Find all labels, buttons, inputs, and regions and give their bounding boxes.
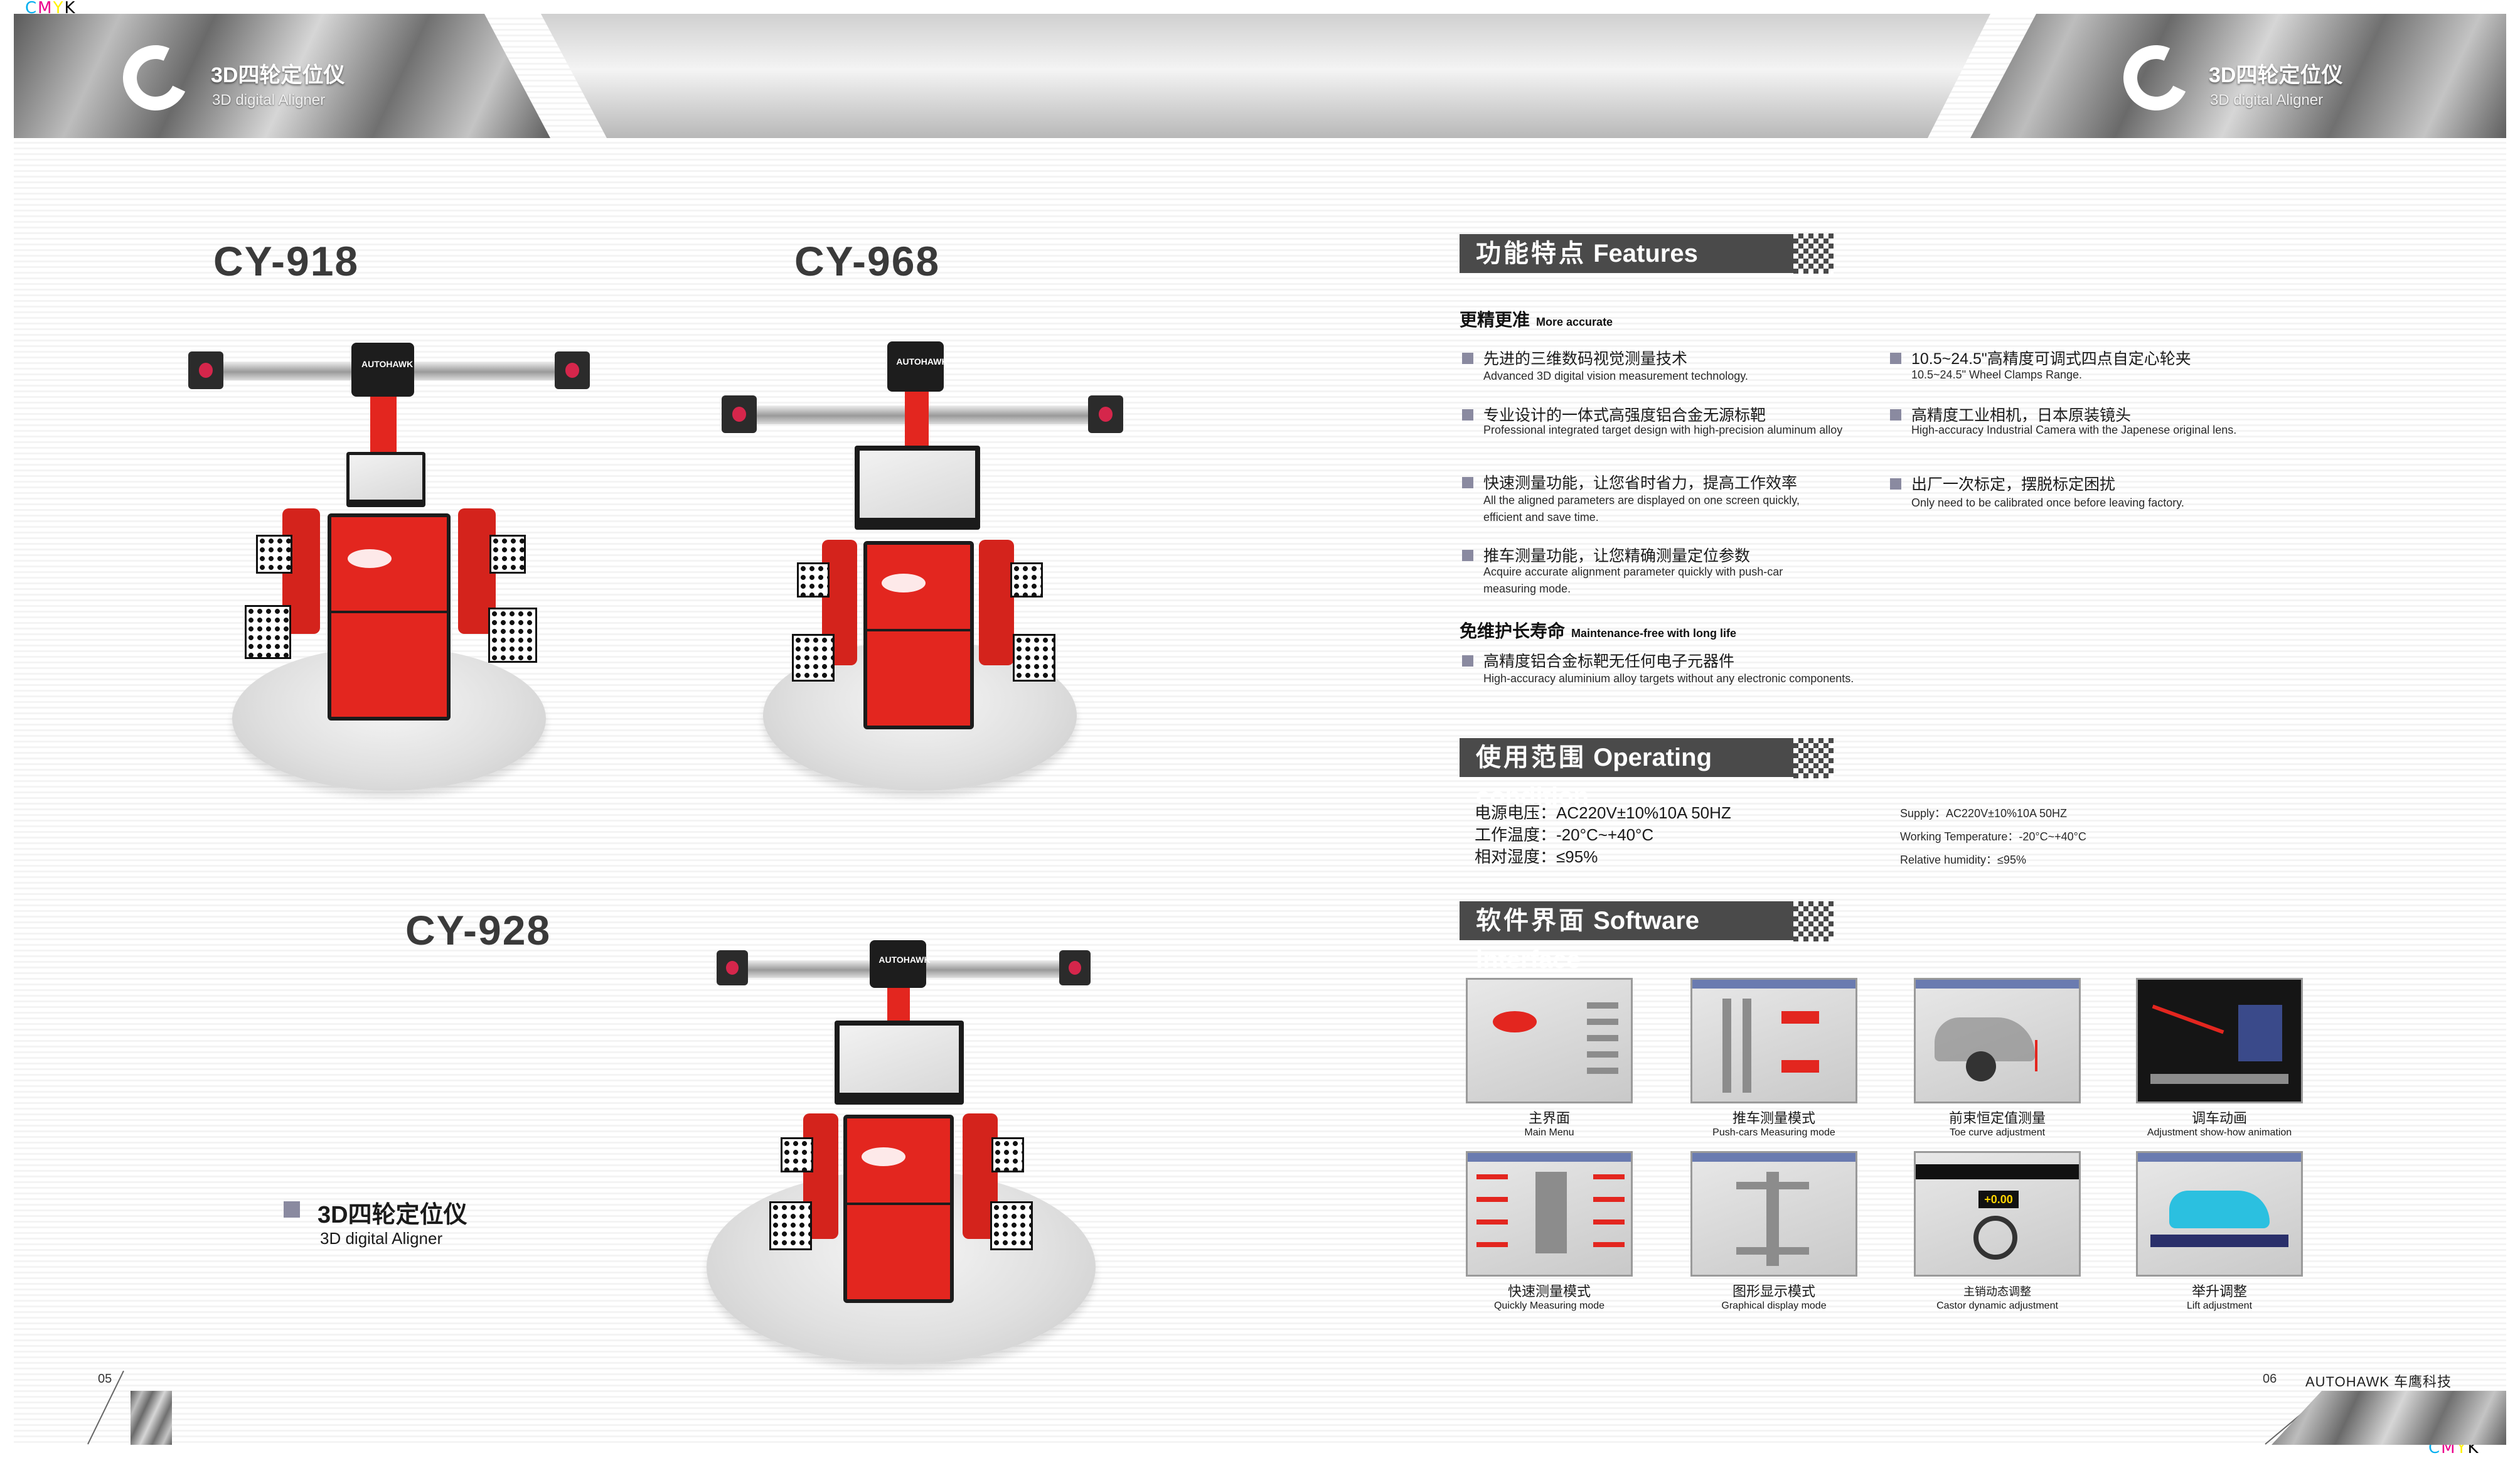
screen-label-en: Push-cars Measuring mode bbox=[1712, 1127, 1835, 1138]
screenshot-quick-measure bbox=[1466, 1151, 1633, 1277]
checker-flag-icon bbox=[1793, 233, 1834, 274]
feature-item-cn: 推车测量功能，让您精确测量定位参数 bbox=[1483, 547, 1751, 565]
features-header-en: Features bbox=[1593, 240, 1698, 267]
screenshot-toe-curve bbox=[1914, 978, 2081, 1103]
screen-label-cn: 推车测量模式 bbox=[1732, 1110, 1815, 1126]
screen-label-en: Quickly Measuring mode bbox=[1493, 1300, 1605, 1311]
feature-item-en: 10.5~24.5" Wheel Clamps Range. bbox=[1911, 368, 2083, 381]
product-image-cy918: AUTOHAWK bbox=[182, 339, 596, 803]
screen-label-cn: 图形显示模式 bbox=[1732, 1284, 1815, 1299]
feature-item-cn: 出厂一次标定，摆脱标定困扰 bbox=[1911, 476, 2116, 493]
software-section-header: 软件界面 Software interface bbox=[1460, 901, 1798, 973]
screenshot-main-menu bbox=[1466, 978, 1633, 1103]
aligner-caption-cn: 3D四轮定位仪 bbox=[318, 1202, 467, 1228]
feature-item-en: High-accuracy Industrial Camera with the… bbox=[1911, 424, 2237, 436]
feature-bullet-icon bbox=[1462, 550, 1473, 561]
castor-readout: +0.00 bbox=[1978, 1191, 2019, 1208]
features-section-header: 功能特点 Features bbox=[1460, 234, 1798, 273]
feature-bullet-icon bbox=[1462, 353, 1473, 364]
header-title-right: 3D四轮定位仪 bbox=[2209, 63, 2343, 87]
header-subtitle-right: 3D digital Aligner bbox=[2210, 92, 2324, 109]
screenshot-push-cars bbox=[1690, 978, 1857, 1103]
screenshot-castor-dynamic: +0.00 bbox=[1914, 1151, 2081, 1277]
header-band-center bbox=[541, 14, 1990, 138]
model-name-cy968: CY-968 bbox=[794, 238, 941, 284]
page-number-left: 05 bbox=[98, 1372, 112, 1386]
screen-label-cn: 举升调整 bbox=[2191, 1284, 2247, 1299]
head-brand-label: AUTOHAWK bbox=[896, 356, 948, 367]
screen-label-cn: 快速测量模式 bbox=[1507, 1284, 1591, 1299]
software-header-en: Software interface bbox=[1476, 907, 1700, 973]
feature-item-en: Acquire accurate alignment parameter qui… bbox=[1483, 566, 1783, 595]
footer-brand: AUTOHAWK 车鹰科技 bbox=[2305, 1374, 2452, 1390]
operating-en-lines: Supply：AC220V±10%10A 50HZ Working Temper… bbox=[1900, 807, 2086, 866]
product-image-cy968: AUTOHAWK bbox=[715, 339, 1129, 816]
feature-item-cn: 高精度工业相机，日本原装镜头 bbox=[1911, 407, 2132, 424]
screen-label-cn: 主界面 bbox=[1528, 1110, 1570, 1126]
model-name-cy928: CY-928 bbox=[405, 907, 552, 953]
features-header-cn: 功能特点 bbox=[1476, 240, 1586, 267]
product-image-cy928: AUTOHAWK bbox=[703, 938, 1104, 1377]
feature-item-cn: 快速测量功能，让您省时省力，提高工作效率 bbox=[1483, 474, 1798, 492]
feature-item-en: Professional integrated target design wi… bbox=[1483, 424, 1843, 436]
operating-cn-lines: 电源电压：AC220V±10%10A 50HZ 工作温度：-20°C~+40°C… bbox=[1475, 803, 1731, 866]
checker-flag-icon bbox=[1793, 738, 1834, 778]
screen-label-en: Lift adjustment bbox=[2186, 1300, 2253, 1311]
screenshot-adjustment-animation bbox=[2136, 978, 2303, 1103]
feature-bullet-icon bbox=[1890, 409, 1901, 421]
cmyk-mark-top: CMYK bbox=[25, 0, 77, 18]
header-band-right bbox=[1970, 14, 2506, 138]
operating-header-cn: 使用范围 bbox=[1476, 744, 1586, 771]
screen-label-cn: 前束恒定值测量 bbox=[1948, 1110, 2046, 1126]
header-band-left bbox=[14, 14, 550, 138]
operating-header-en: Operating condition bbox=[1476, 744, 1712, 810]
screen-label-en: Toe curve adjustment bbox=[1949, 1127, 2046, 1138]
footer-metal-block-left bbox=[131, 1391, 172, 1445]
feature-item-cn: 专业设计的一体式高强度铝合金无源标靶 bbox=[1483, 407, 1766, 424]
header-title-left: 3D四轮定位仪 bbox=[211, 63, 345, 87]
feature-bullet-icon bbox=[1890, 353, 1901, 364]
head-brand-label: AUTOHAWK bbox=[361, 358, 414, 369]
head-brand-label: AUTOHAWK bbox=[878, 954, 931, 965]
screen-label-cn: 调车动画 bbox=[2191, 1110, 2247, 1126]
checker-flag-icon bbox=[1793, 901, 1834, 941]
feature-item-en: Only need to be calibrated once before l… bbox=[1911, 496, 2184, 509]
feature-bullet-icon bbox=[1890, 478, 1901, 490]
screenshot-graphical-display bbox=[1690, 1151, 1857, 1277]
feature-bullet-icon bbox=[1462, 655, 1473, 667]
feature-bullet-icon bbox=[1462, 477, 1473, 488]
header-subtitle-left: 3D digital Aligner bbox=[212, 92, 326, 109]
operating-section-header: 使用范围 Operating condition bbox=[1460, 738, 1798, 810]
feature-item-en: High-accuracy aluminium alloy targets wi… bbox=[1483, 672, 1854, 685]
feature-item-cn: 高精度铝合金标靶无任何电子元器件 bbox=[1483, 653, 1735, 670]
screen-label-cn: 主销动态调整 bbox=[1963, 1285, 2031, 1298]
screen-label-en: Adjustment show-how animation bbox=[2147, 1127, 2292, 1138]
feature-item-cn: 先进的三维数码视觉测量技术 bbox=[1483, 350, 1688, 368]
screen-label-en: Graphical display mode bbox=[1721, 1300, 1827, 1311]
screen-label-en: Main Menu bbox=[1524, 1127, 1574, 1138]
screen-label-en: Castor dynamic adjustment bbox=[1936, 1300, 2058, 1311]
aligner-caption-en: 3D digital Aligner bbox=[320, 1229, 443, 1248]
feature-item-en: Advanced 3D digital vision measurement t… bbox=[1483, 370, 1748, 382]
feature-bullet-icon bbox=[1462, 409, 1473, 421]
screenshot-lift-adjustment bbox=[2136, 1151, 2303, 1277]
page-number-right: 06 bbox=[2263, 1372, 2277, 1386]
feature-item-en: All the aligned parameters are displayed… bbox=[1483, 494, 1800, 523]
feature-item-cn: 10.5~24.5"高精度可调式四点自定心轮夹 bbox=[1911, 350, 2191, 368]
aligner-bullet-icon bbox=[284, 1201, 300, 1218]
software-header-cn: 软件界面 bbox=[1476, 907, 1586, 935]
model-name-cy918: CY-918 bbox=[213, 238, 360, 284]
